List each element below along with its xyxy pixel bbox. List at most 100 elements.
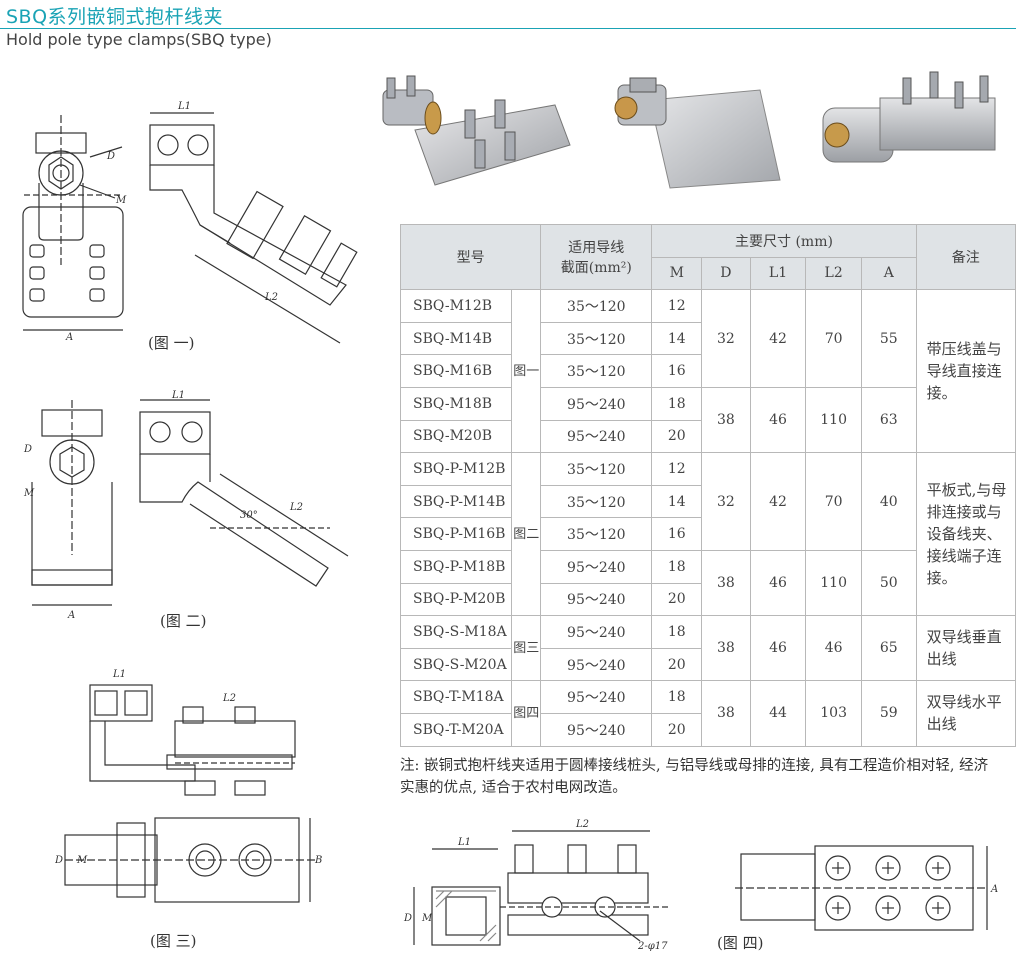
fig3-d-label: D — [55, 855, 63, 866]
cell-model: SBQ-M20B — [399, 419, 513, 454]
table-row: SBQ-P-M20B 95～240 20 — [399, 582, 1016, 617]
cell-model: SBQ-P-M14B — [399, 484, 513, 519]
header-m: M — [651, 256, 703, 291]
header-cross-section-line1: 适用导线 — [568, 240, 625, 257]
table-row: SBQ-P-M18B 95～240 18 38 46 110 50 — [399, 549, 1016, 617]
figure-3-drawing: L1 L2 D M B — [55, 669, 322, 903]
caption-figure-1: (图 一) — [148, 334, 195, 352]
cell-remark: 带压线盖与导线直接连接。 — [915, 289, 1016, 454]
fig2-l1-label: L1 — [171, 390, 185, 401]
cell-l2: 110 — [805, 549, 862, 617]
cell-section: 35～120 — [540, 452, 653, 486]
title-rule — [0, 28, 1016, 29]
cell-l2: 70 — [805, 452, 862, 551]
fig3-l1-label: L1 — [112, 669, 126, 680]
table-row: SBQ-P-M14B 35～120 14 — [399, 484, 1016, 519]
cell-m: 14 — [651, 484, 703, 519]
caption-figure-4: (图 四) — [717, 934, 764, 952]
fig1-l2-label: L2 — [264, 292, 278, 303]
cell-section: 95～240 — [540, 549, 653, 584]
figure-4-side-drawing: L1 L2 D M 2-φ17 — [403, 819, 670, 952]
cell-m: 16 — [651, 354, 703, 388]
fig2-m-label: M — [23, 488, 35, 499]
header-cross-section: 适用导线 截面(mm²) — [540, 223, 653, 291]
figure-4-top-drawing: A — [735, 845, 998, 931]
cell-model: SBQ-M12B — [399, 289, 513, 323]
table-row: SBQ-S-M18A 图三 95～240 18 38 46 46 65 双导线垂… — [399, 615, 1016, 682]
fig4-l1-label: L1 — [457, 837, 471, 848]
table-row: SBQ-T-M18A 图四 95～240 18 38 44 103 59 双导线… — [399, 680, 1016, 747]
cell-m: 14 — [651, 321, 703, 356]
cell-l2: 46 — [805, 615, 862, 682]
fig4-l2-label: L2 — [575, 819, 589, 830]
header-l2: L2 — [805, 256, 862, 291]
cell-d: 38 — [701, 386, 751, 454]
cell-section: 35～120 — [540, 321, 653, 356]
cell-section: 95～240 — [540, 647, 653, 682]
cell-model: SBQ-M16B — [399, 354, 513, 388]
cell-remark: 双导线垂直出线 — [915, 615, 1016, 682]
cell-a: 55 — [860, 289, 917, 388]
cell-l1: 42 — [749, 289, 807, 388]
fig3-m-label: M — [76, 855, 88, 866]
cell-model: SBQ-S-M20A — [399, 647, 513, 682]
product-photo-1 — [382, 75, 571, 186]
cell-m: 20 — [651, 582, 703, 617]
cell-d: 32 — [701, 452, 751, 551]
cell-section: 35～120 — [540, 289, 653, 323]
fig3-b-label: B — [314, 855, 322, 866]
cell-fig: 图三 — [511, 615, 542, 682]
cell-model: SBQ-P-M20B — [399, 582, 513, 617]
spec-table: 型号 适用导线 截面(mm²) 主要尺寸 (mm) 备注 M D L1 L2 A… — [399, 223, 1016, 747]
cell-l1: 44 — [749, 680, 807, 747]
header-l1: L1 — [749, 256, 807, 291]
product-photo-2 — [614, 77, 781, 189]
cell-section: 35～120 — [540, 517, 653, 551]
table-row: SBQ-M20B 95～240 20 — [399, 419, 1016, 454]
cell-l2: 110 — [805, 386, 862, 454]
cell-d: 38 — [701, 680, 751, 747]
product-photo-3 — [822, 71, 996, 163]
cell-model: SBQ-M14B — [399, 321, 513, 356]
cell-section: 95～240 — [540, 680, 653, 714]
cell-m: 20 — [651, 647, 703, 682]
header-cross-section-line2: 截面(mm²) — [560, 260, 632, 277]
cell-m: 16 — [651, 517, 703, 551]
table-row: SBQ-M16B 35～120 16 — [399, 354, 1016, 388]
header-remarks: 备注 — [915, 223, 1016, 291]
cell-d: 38 — [701, 549, 751, 617]
caption-figure-2: (图 二) — [160, 612, 207, 630]
cell-section: 35～120 — [540, 354, 653, 388]
table-row: SBQ-T-M20A 95～240 20 — [399, 712, 1016, 747]
table-row: SBQ-M12B 图一 35～120 12 32 42 70 55 带压线盖与导… — [399, 289, 1016, 454]
fig1-d-label: D — [106, 151, 115, 162]
fig4-m-label: M — [421, 913, 433, 924]
table-row: SBQ-S-M20A 95～240 20 — [399, 647, 1016, 682]
header-model: 型号 — [399, 223, 542, 291]
cell-section: 95～240 — [540, 386, 653, 421]
fig2-l2-label: L2 — [289, 502, 303, 513]
fig1-l1-label: L1 — [177, 101, 191, 112]
cell-l2: 103 — [805, 680, 862, 747]
cell-remark: 双导线水平出线 — [915, 680, 1016, 747]
fig4-holes-label: 2-φ17 — [637, 941, 668, 952]
cell-m: 12 — [651, 289, 703, 323]
cell-fig: 图一 — [511, 289, 542, 454]
fig2-d-label: D — [23, 444, 32, 455]
table-row: SBQ-P-M12B 图二 35～120 12 32 42 70 40 平板式,… — [399, 452, 1016, 617]
table-row: SBQ-M18B 95～240 18 38 46 110 63 — [399, 386, 1016, 454]
header-d: D — [701, 256, 751, 291]
cell-a: 59 — [860, 680, 917, 747]
cell-section: 35～120 — [540, 484, 653, 519]
cell-section: 95～240 — [540, 582, 653, 617]
cell-model: SBQ-P-M18B — [399, 549, 513, 584]
figure-2-drawing: L1 L2 30° A D M — [23, 390, 349, 620]
fig1-m-label: M — [115, 195, 127, 206]
footnote: 注: 嵌铜式抱杆线夹适用于圆棒接线桩头, 与铝导线或母排的连接, 具有工程造价相… — [400, 758, 989, 796]
cell-model: SBQ-P-M16B — [399, 517, 513, 551]
header-main-dims: 主要尺寸 (mm) — [651, 224, 917, 258]
fig2-angle-label: 30° — [240, 510, 258, 521]
cell-model: SBQ-P-M12B — [399, 452, 513, 486]
cell-model: SBQ-T-M18A — [399, 680, 513, 714]
cell-a: 65 — [860, 615, 917, 682]
